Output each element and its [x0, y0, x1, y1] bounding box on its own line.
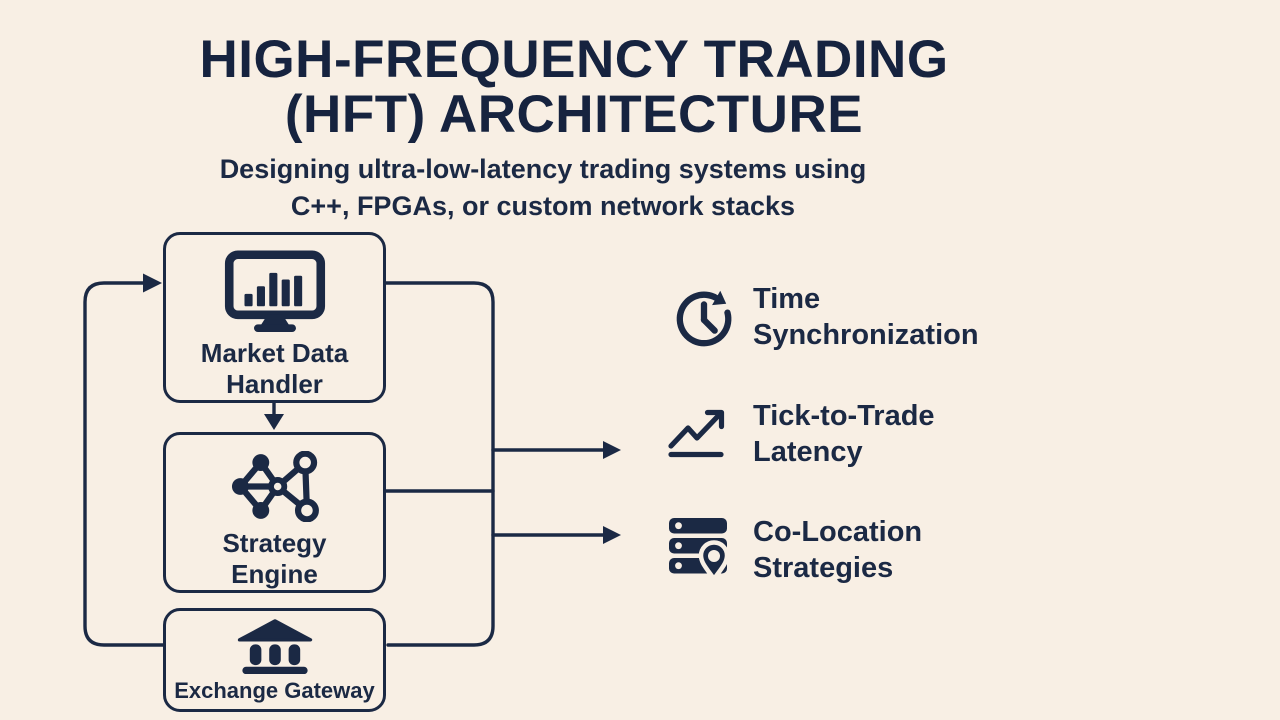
node-label-line: Engine — [231, 559, 318, 589]
clock-sync-icon — [676, 290, 732, 347]
page-title: HIGH-FREQUENCY TRADING (HFT) ARCHITECTUR… — [0, 32, 1148, 142]
node-label-line: Market Data — [200, 338, 349, 368]
right-bus-line — [384, 281, 495, 647]
keypoint-tick-to-trade-latency: Tick-to-Trade Latency — [753, 398, 935, 470]
keypoint-label-line: Synchronization — [753, 319, 979, 351]
keypoint-label-line: Tick-to-Trade — [753, 400, 935, 432]
latency-arrowhead — [603, 441, 621, 459]
keypoint-label-line: Strategies — [753, 552, 894, 584]
server-location-icon — [669, 518, 730, 583]
network-graph-icon — [231, 451, 319, 522]
keypoint-co-location-strategies: Co-Location Strategies — [753, 514, 922, 586]
feedback-loop-line — [83, 281, 165, 647]
node-market-data-handler: Market Data Handler — [163, 232, 386, 403]
subtitle-line-1: Designing ultra-low-latency trading syst… — [219, 154, 867, 184]
node-label-line: Exchange Gateway — [174, 678, 375, 703]
keypoint-label-line: Co-Location — [753, 516, 923, 548]
keypoint-label-line: Time — [753, 283, 821, 315]
node-strategy-engine: Strategy Engine — [163, 432, 386, 593]
node-label-market-data-handler: Market Data Handler — [201, 338, 348, 400]
down-arrowhead — [264, 414, 284, 430]
node-label-exchange-gateway: Exchange Gateway — [174, 679, 375, 703]
node-exchange-gateway: Exchange Gateway — [163, 608, 386, 712]
title-line-2: (HFT) ARCHITECTURE — [284, 85, 864, 144]
trend-up-icon — [668, 409, 725, 458]
subtitle-line-2: C++, FPGAs, or custom network stacks — [290, 191, 796, 221]
node-label-line: Handler — [226, 369, 323, 399]
keypoint-label-line: Latency — [753, 436, 863, 468]
node-label-line: Strategy — [222, 528, 327, 558]
node-label-strategy-engine: Strategy Engine — [222, 528, 326, 590]
monitor-chart-icon — [224, 250, 325, 332]
title-line-1: HIGH-FREQUENCY TRADING — [199, 30, 949, 89]
bank-icon — [237, 619, 312, 674]
feedback-arrowhead — [143, 273, 162, 293]
page-subtitle: Designing ultra-low-latency trading syst… — [0, 151, 1086, 225]
colocation-arrowhead — [603, 526, 621, 544]
keypoint-time-synchronization: Time Synchronization — [753, 281, 979, 353]
